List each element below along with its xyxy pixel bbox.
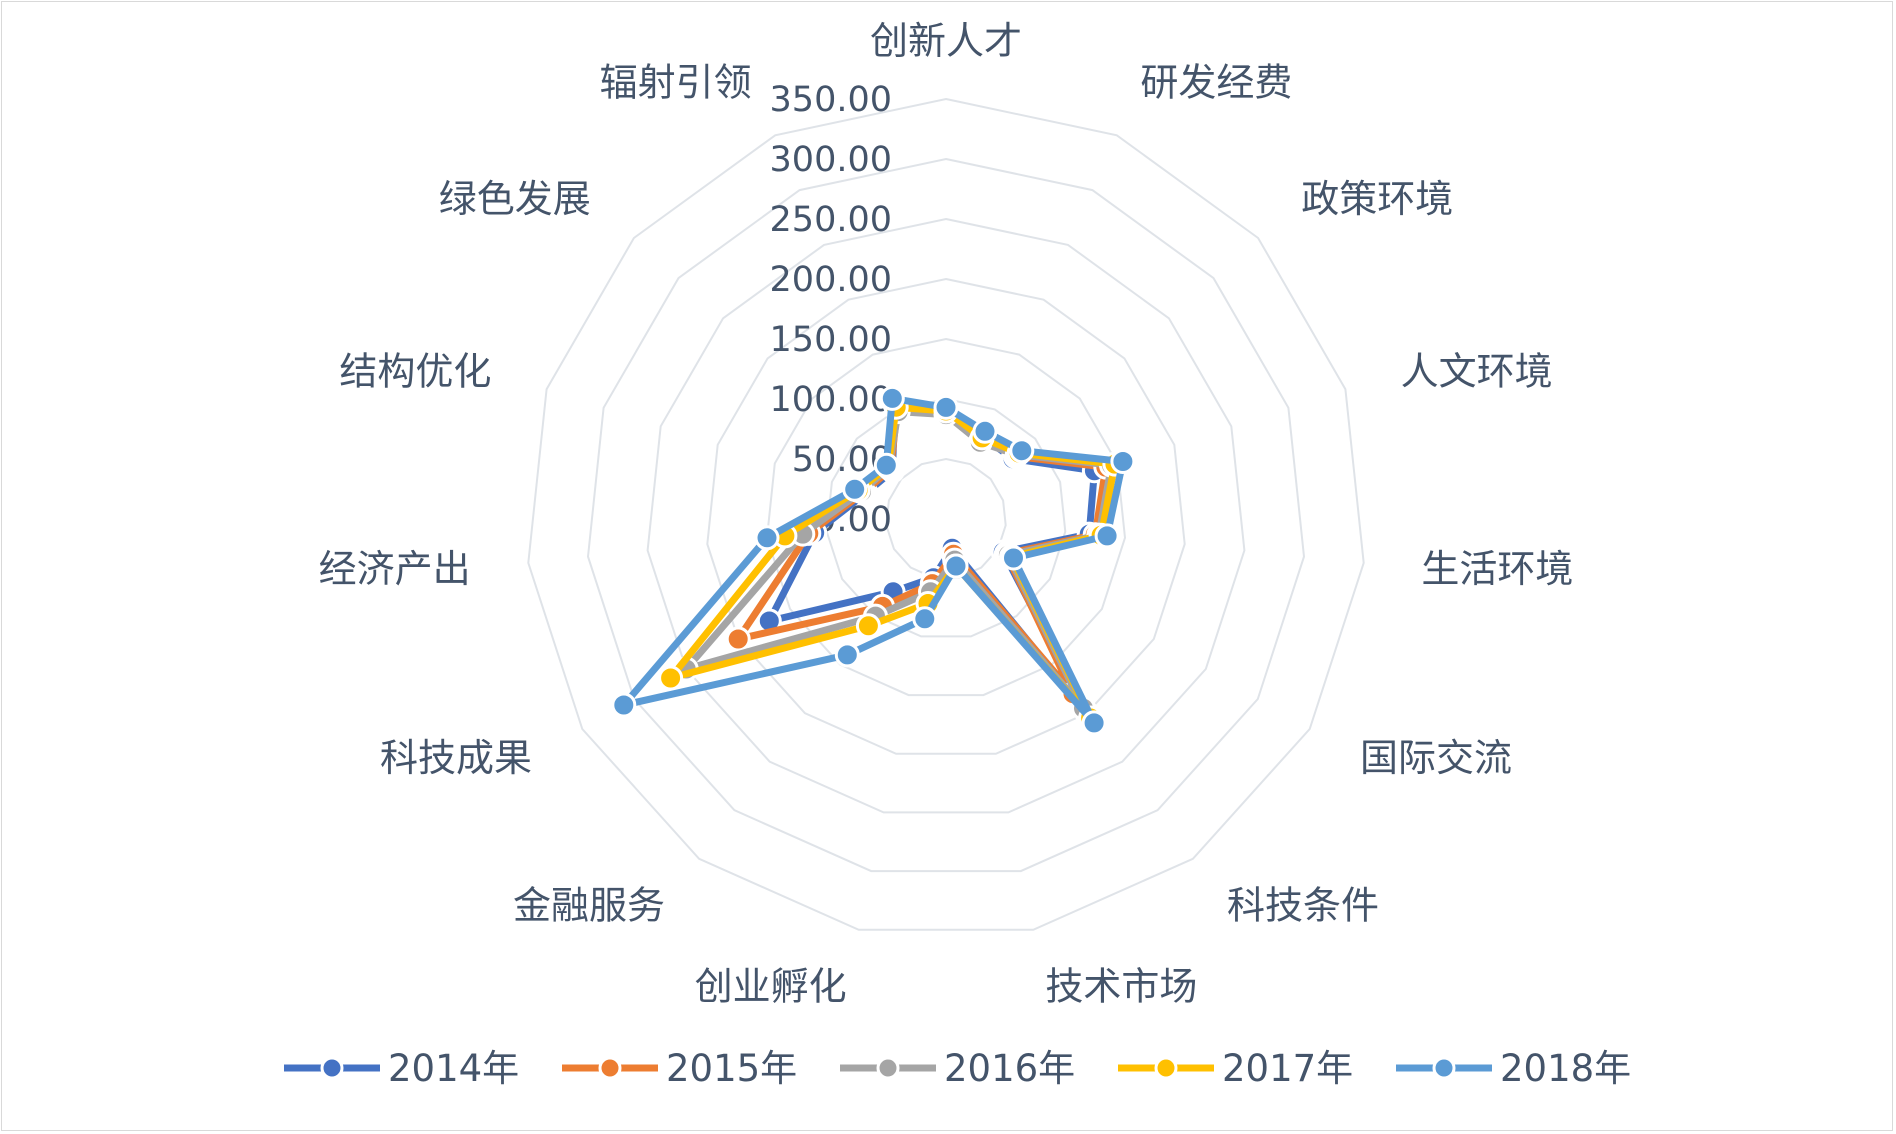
grid-ring: [646, 217, 1246, 814]
legend-label: 2014年: [388, 1047, 519, 1090]
series-4: [611, 385, 1136, 736]
data-point: [1081, 710, 1107, 736]
legend-label: 2016年: [944, 1047, 1075, 1090]
data-point: [1001, 545, 1026, 571]
data-point: [658, 665, 684, 691]
legend-item: 2018年: [1396, 1047, 1631, 1090]
data-point: [912, 606, 938, 632]
tick-label: 200.00: [770, 260, 892, 300]
axis-label: 创业孵化: [695, 965, 847, 1009]
legend-item: 2015年: [562, 1047, 797, 1090]
legend-marker: [876, 1056, 900, 1080]
tick-label: 250.00: [770, 200, 892, 240]
data-point: [972, 418, 998, 444]
data-point: [725, 626, 751, 652]
axis-label: 政策环境: [1301, 177, 1453, 221]
grid-ring: [765, 337, 1127, 697]
axis-label: 金融服务: [513, 884, 665, 928]
tick-label: 150.00: [770, 320, 892, 360]
series-group: [611, 385, 1136, 736]
grid-ring: [527, 97, 1365, 931]
tick-label: 100.00: [770, 380, 892, 420]
axis-label: 技术市场: [1045, 965, 1197, 1009]
legend-label: 2015年: [666, 1047, 797, 1090]
axis-label: 经济产出: [319, 547, 471, 591]
data-point: [873, 452, 899, 478]
legend: 2014年 2015年 2016年 2017年 2018年: [284, 1047, 1631, 1090]
data-point: [943, 553, 969, 579]
tick-label: 350.00: [770, 80, 892, 120]
legend-marker: [598, 1056, 622, 1080]
axis-label: 国际交流: [1360, 736, 1512, 780]
axis-label: 绿色发展: [439, 177, 591, 221]
series-line: [620, 394, 1127, 727]
grid-ring: [586, 157, 1306, 873]
data-point: [933, 394, 959, 420]
data-point: [754, 525, 780, 551]
legend-label: 2017年: [1222, 1047, 1353, 1090]
legend-label: 2018年: [1500, 1047, 1631, 1090]
legend-marker: [320, 1056, 344, 1080]
data-point: [1094, 523, 1120, 549]
grid-ring: [706, 277, 1186, 755]
axis-label: 科技条件: [1227, 884, 1379, 928]
data-point: [611, 692, 637, 718]
data-point: [834, 642, 860, 668]
axis-label: 辐射引领: [600, 60, 752, 104]
data-point: [1009, 438, 1035, 464]
axis-label: 创新人才: [870, 19, 1022, 63]
axis-label: 科技成果: [380, 736, 532, 780]
axis-label: 结构优化: [339, 349, 491, 393]
axis-label: 人文环境: [1401, 349, 1553, 393]
legend-marker: [1432, 1056, 1456, 1080]
legend-item: 2016年: [840, 1047, 1075, 1090]
data-point: [855, 613, 881, 639]
axis-label: 生活环境: [1421, 547, 1573, 591]
radar-grid: [527, 97, 1365, 931]
tick-label: 300.00: [770, 140, 892, 180]
axis-label: 研发经费: [1140, 60, 1292, 104]
legend-item: 2014年: [284, 1047, 519, 1090]
data-point: [879, 385, 905, 411]
legend-item: 2017年: [1118, 1047, 1353, 1090]
legend-marker: [1154, 1056, 1178, 1080]
data-point: [842, 476, 868, 502]
data-point: [1110, 449, 1136, 474]
